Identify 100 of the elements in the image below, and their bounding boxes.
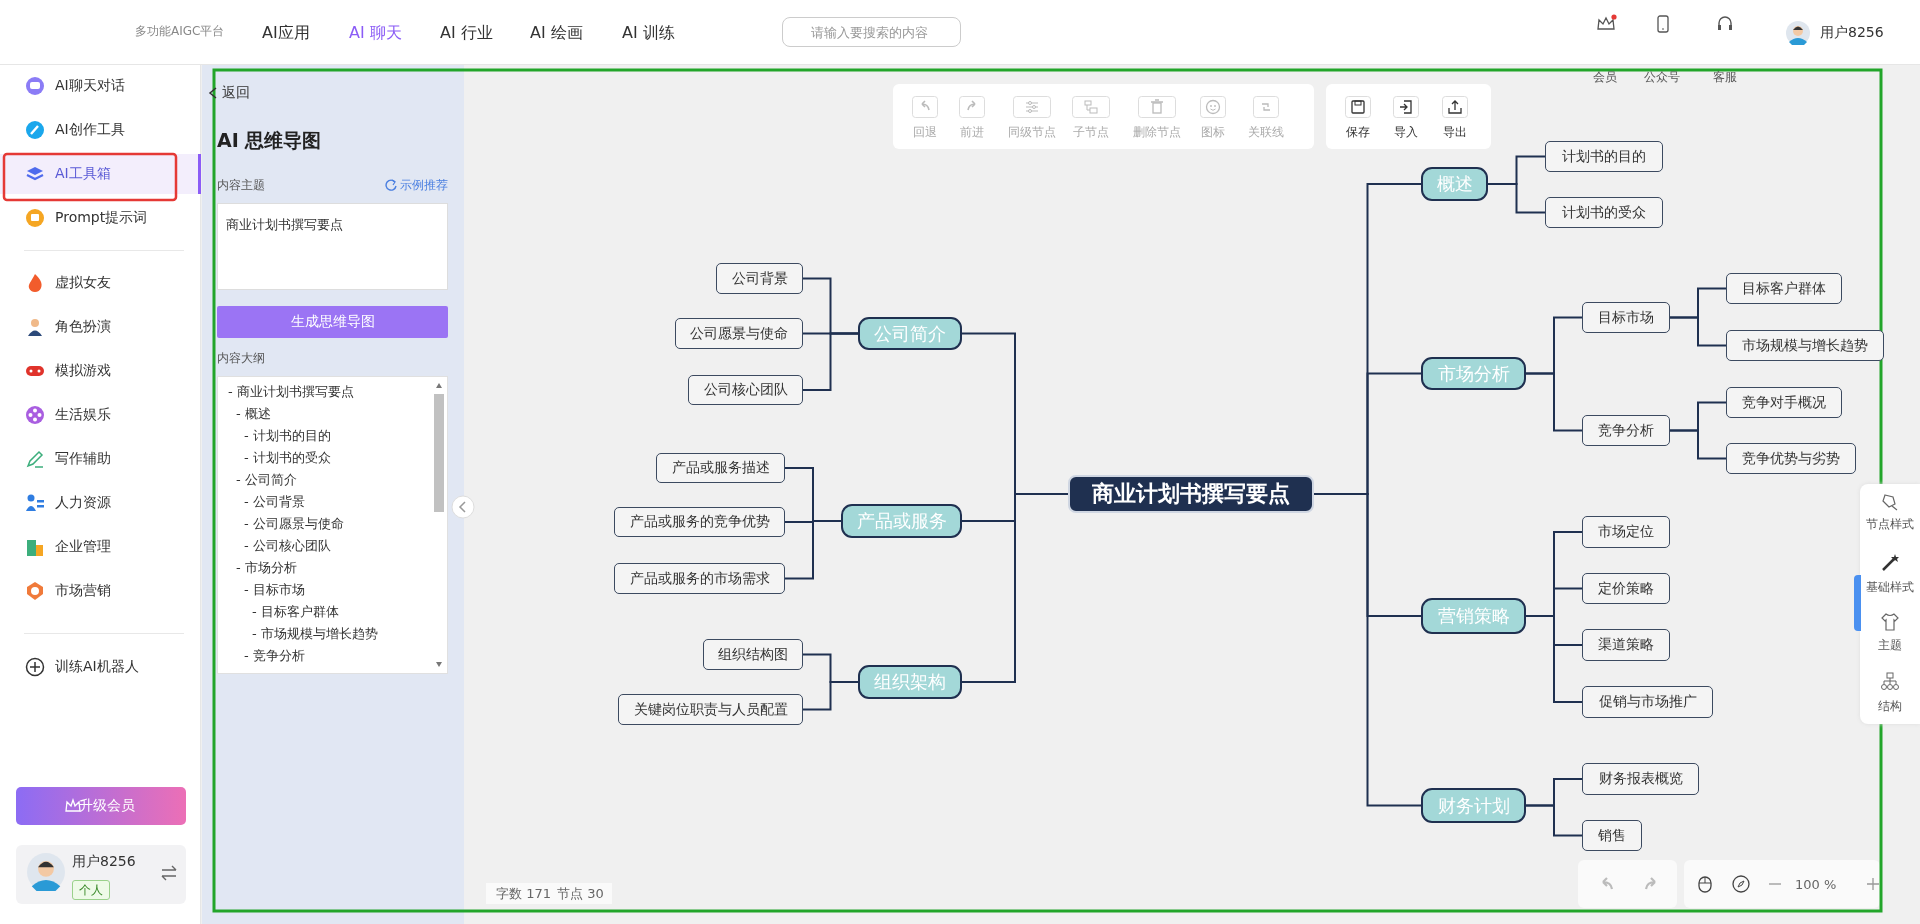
toolbar-label: 导出 xyxy=(1443,123,1467,141)
menu-item: AI聊天对话 xyxy=(55,77,125,95)
field-label: 内容主题 xyxy=(217,176,265,194)
panel-label: 基础样式 xyxy=(1866,578,1914,596)
upgrade-button: 升级会员 xyxy=(16,787,186,825)
word-count: 字数 171 xyxy=(496,885,551,903)
toolbar-label: 保存 xyxy=(1346,123,1370,141)
leaf-topic: 促销与市场推广 xyxy=(1582,686,1713,718)
outline-line: - 计划书的目的 xyxy=(244,427,331,445)
panel-label: 节点样式 xyxy=(1866,515,1914,533)
leaf-topic: 目标市场 xyxy=(1582,302,1670,333)
connector-line xyxy=(1669,429,1727,460)
outline-line: - 商业计划书撰写要点 xyxy=(228,383,354,401)
outline-line: - 概述 xyxy=(236,405,271,423)
nav-link: AI 行业 xyxy=(440,22,493,44)
search-field: 请输入要搜索的内容 xyxy=(782,17,961,47)
toolbar-label: 同级节点 xyxy=(1008,123,1056,141)
root-topic: 商业计划书撰写要点 xyxy=(1068,475,1314,513)
outline-line: - 公司愿景与使命 xyxy=(244,515,344,533)
connector-line xyxy=(1525,804,1583,837)
outline-line: - 竞争分析 xyxy=(244,647,305,665)
leaf-topic: 公司愿景与使命 xyxy=(675,318,803,349)
leaf-topic: 市场定位 xyxy=(1582,516,1670,548)
nav-link: AI 训练 xyxy=(622,22,675,44)
header-link: 会员 xyxy=(1593,68,1617,86)
example-link: 示例推荐 xyxy=(400,176,448,194)
panel-label: 主题 xyxy=(1878,636,1902,654)
connector-line xyxy=(784,520,842,580)
branch-topic: 产品或服务 xyxy=(841,504,962,538)
menu-item: AI创作工具 xyxy=(55,121,125,139)
user-name: 用户8256 xyxy=(1820,24,1884,42)
node-count: 节点 30 xyxy=(557,885,604,903)
menu-item: Prompt提示词 xyxy=(55,209,148,227)
leaf-topic: 产品或服务的市场需求 xyxy=(614,563,785,594)
panel-label: 结构 xyxy=(1878,697,1902,715)
menu-item: AI工具箱 xyxy=(55,165,111,183)
menu-item: 人力资源 xyxy=(55,494,111,512)
toolbar-label: 图标 xyxy=(1201,123,1225,141)
menu-item: 角色扮演 xyxy=(55,318,111,336)
menu-item: 虚拟女友 xyxy=(55,274,111,292)
leaf-topic: 销售 xyxy=(1582,820,1642,851)
user-name: 用户8256 xyxy=(72,853,136,871)
leaf-topic: 渠道策略 xyxy=(1582,629,1670,661)
leaf-topic: 目标客户群体 xyxy=(1726,273,1842,304)
toolbar-label: 前进 xyxy=(960,123,984,141)
menu-item: 写作辅助 xyxy=(55,450,111,468)
connector-line xyxy=(1669,316,1727,347)
menu-item: 模拟游戏 xyxy=(55,362,111,380)
leaf-topic: 市场规模与增长趋势 xyxy=(1726,330,1884,361)
toolbar-label: 删除节点 xyxy=(1133,123,1181,141)
leaf-topic: 定价策略 xyxy=(1582,573,1670,604)
user-tag: 个人 xyxy=(72,880,110,900)
branch-topic: 营销策略 xyxy=(1421,598,1526,634)
connector-line xyxy=(1525,372,1583,432)
leaf-topic: 公司背景 xyxy=(716,263,803,294)
outline-line: - 市场规模与增长趋势 xyxy=(252,625,378,643)
nav-link: AI 绘画 xyxy=(530,22,583,44)
zoom-level: 100 % xyxy=(1795,876,1837,892)
text-area: 商业计划书撰写要点 xyxy=(217,203,448,290)
toolbar-label: 子节点 xyxy=(1073,123,1109,141)
outline-line: - 目标客户群体 xyxy=(252,603,339,621)
connector-line xyxy=(961,493,1069,683)
outline-line: - 计划书的受众 xyxy=(244,449,331,467)
outline-line: - 公司背景 xyxy=(244,493,305,511)
tagline-text: 多功能AIGC平台 xyxy=(135,22,225,40)
connector-line xyxy=(802,681,859,711)
leaf-topic: 关键岗位职责与人员配置 xyxy=(618,694,803,725)
outline-line: - 目标市场 xyxy=(244,581,305,599)
branch-topic: 财务计划 xyxy=(1421,788,1526,823)
connector-line xyxy=(802,332,859,391)
outline-line: - 公司核心团队 xyxy=(244,537,331,555)
leaf-topic: 竞争分析 xyxy=(1582,415,1670,446)
leaf-topic: 公司核心团队 xyxy=(688,375,803,405)
header-link: 公众号 xyxy=(1644,68,1680,86)
branch-topic: 公司简介 xyxy=(858,317,962,350)
leaf-topic: 产品或服务的竞争优势 xyxy=(614,507,785,537)
leaf-topic: 计划书的目的 xyxy=(1545,141,1663,172)
branch-topic: 市场分析 xyxy=(1421,357,1526,390)
field-label: 内容大纲 xyxy=(217,349,265,367)
outline-line: - 市场分析 xyxy=(236,559,297,577)
toolbar-label: 导入 xyxy=(1394,123,1418,141)
menu-item: 市场营销 xyxy=(55,582,111,600)
back-link: 返回 xyxy=(222,84,250,102)
outline-line: - 公司简介 xyxy=(236,471,297,489)
menu-item: 企业管理 xyxy=(55,538,111,556)
generate-button: 生成思维导图 xyxy=(217,306,448,338)
leaf-topic: 产品或服务描述 xyxy=(656,453,785,483)
nav-link: AI应用 xyxy=(262,22,310,44)
nav-link: AI 聊天 xyxy=(349,22,402,44)
leaf-topic: 财务报表概览 xyxy=(1582,763,1699,795)
menu-item: 训练AI机器人 xyxy=(55,658,139,676)
branch-topic: 概述 xyxy=(1421,167,1488,201)
leaf-topic: 竞争对手概况 xyxy=(1726,387,1842,418)
branch-topic: 组织架构 xyxy=(858,665,962,699)
toolbar-label: 关联线 xyxy=(1248,123,1284,141)
menu-item: 生活娱乐 xyxy=(55,406,111,424)
leaf-topic: 组织结构图 xyxy=(703,639,803,670)
header-link: 客服 xyxy=(1713,68,1737,86)
connector-line xyxy=(1525,615,1583,703)
toolbar-label: 回退 xyxy=(913,123,937,141)
